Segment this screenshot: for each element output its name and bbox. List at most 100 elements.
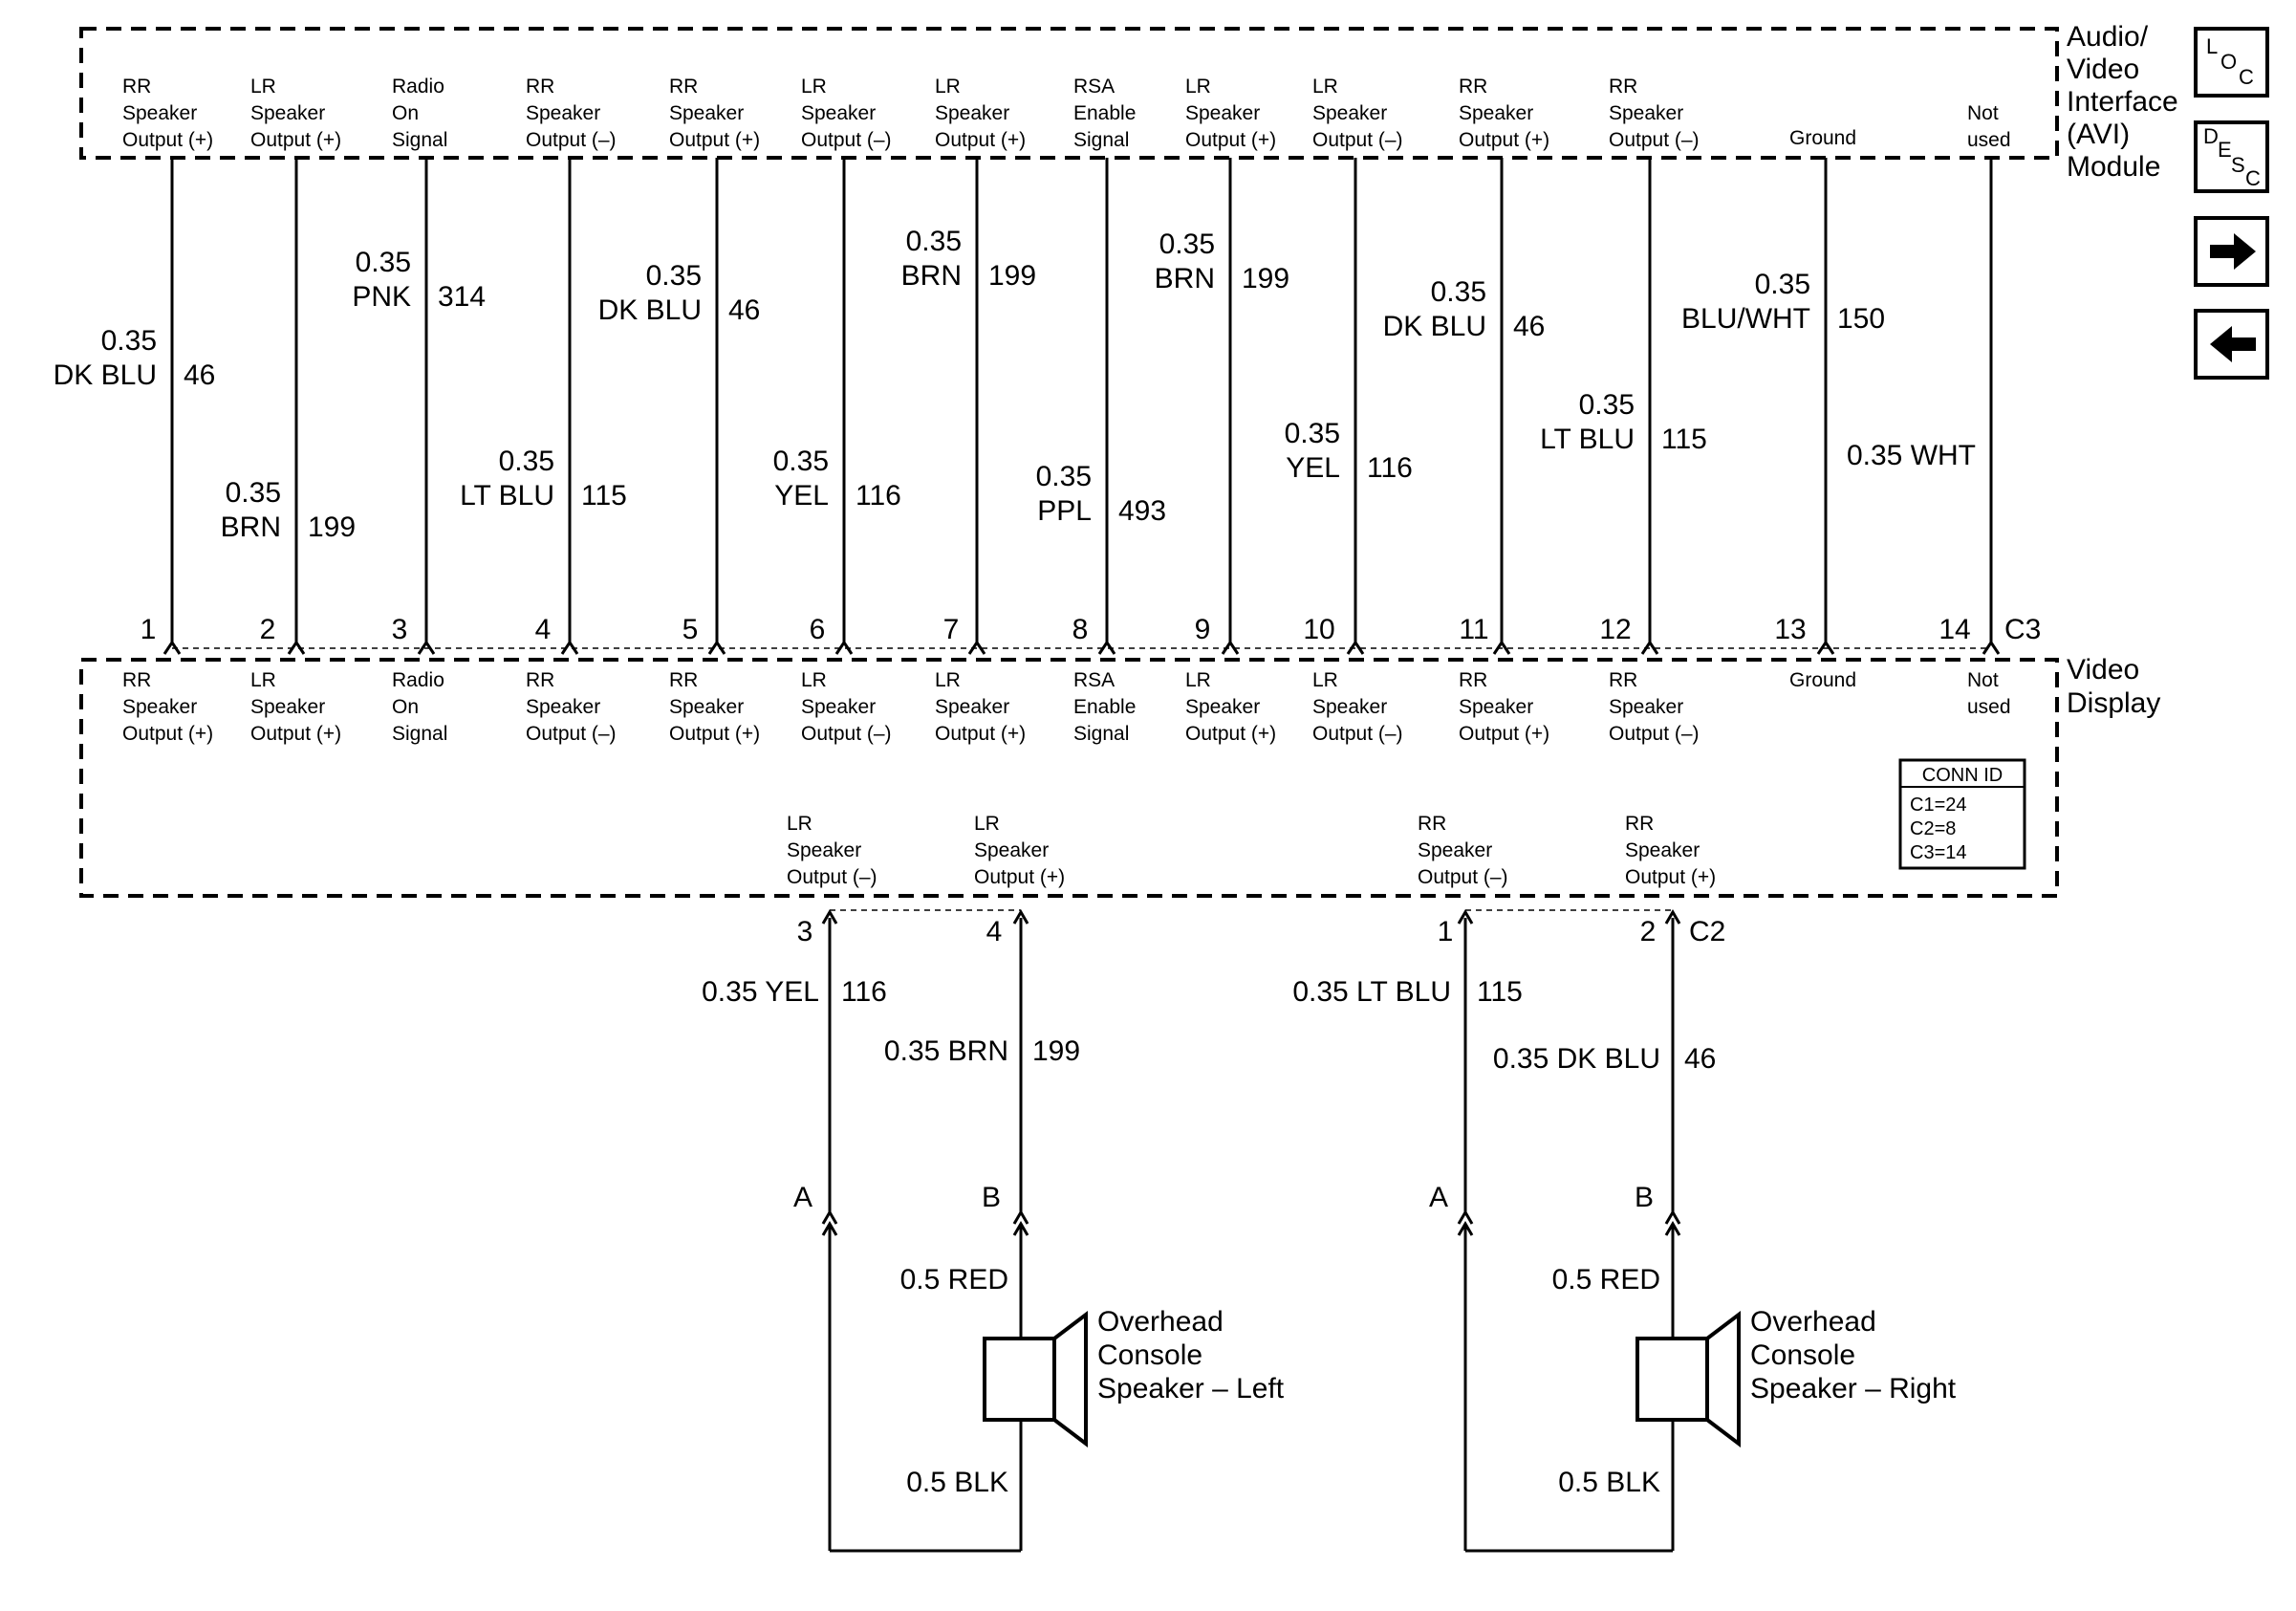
svg-text:E: E — [2218, 138, 2232, 162]
speaker-name-line: Overhead — [1750, 1306, 1876, 1338]
loc-button[interactable]: L O C — [2194, 27, 2269, 98]
c2-label-line: Speaker — [1418, 839, 1492, 861]
wire-gauge-label: 0.35 — [1755, 269, 1810, 300]
avi-pin-label-line: Output (+) — [1459, 129, 1549, 151]
wire-circuit-label: 199 — [308, 512, 356, 543]
speaker-pin-label: A — [1429, 1182, 1448, 1213]
avi-pin-label-line: LR — [935, 76, 961, 98]
wire-gauge-label: 0.35 — [1579, 389, 1635, 421]
video-display-pin-label-line: Speaker — [122, 696, 197, 718]
avi-pin-label-line: Signal — [1073, 129, 1129, 151]
c2-label-line: RR — [1625, 813, 1654, 835]
avi-pin-label-line: Speaker — [1185, 102, 1260, 124]
avi-pin-label-line: Output (–) — [526, 129, 617, 151]
connector-c2-label: C2 — [1689, 916, 1725, 947]
speaker-pin-label: A — [793, 1182, 812, 1213]
wire-circuit-label: 199 — [1242, 263, 1289, 294]
c3-pin-number: 1 — [141, 614, 157, 645]
right-speaker-circuit: 0.35 LT BLU 115 0.35 DK BLU 46 A B 0.5 R… — [1292, 918, 1957, 1553]
wire-color-label: 0.35 WHT — [1847, 440, 1976, 471]
video-display-pin-label-line: Speaker — [935, 696, 1009, 718]
video-display-pin-label-line: Speaker — [1312, 696, 1387, 718]
wire-circuit-label: 46 — [728, 294, 760, 326]
video-display-pin-label-line: Enable — [1073, 696, 1136, 718]
connector-terminal — [1097, 640, 1116, 655]
svg-text:L: L — [2206, 34, 2218, 58]
c3-pin-number: 9 — [1195, 614, 1211, 645]
video-display-pin-label-line: Not — [1967, 669, 1999, 691]
video-display-pin-label-line: Signal — [392, 723, 447, 745]
c3-pin-number: 11 — [1459, 614, 1488, 645]
c2-label-line: LR — [787, 813, 812, 835]
connector-terminal — [417, 640, 436, 655]
video-display-pin-label-line: Signal — [1073, 723, 1129, 745]
video-display-pin-label-line: LR — [935, 669, 961, 691]
c2-label-line: LR — [974, 813, 1000, 835]
avi-pin-label-line: LR — [250, 76, 276, 98]
wire-color-label: 0.35 DK BLU — [1493, 1043, 1660, 1075]
wire-circuit-label: 46 — [184, 359, 215, 391]
wire-color-label: PNK — [352, 281, 411, 313]
wire-circuit-label: 116 — [856, 480, 901, 512]
wire-color-label: 0.5 RED — [900, 1264, 1008, 1295]
video-display-pin-label-line: Output (–) — [526, 723, 617, 745]
wire-gauge-label: 0.35 — [646, 260, 702, 292]
left-speaker-circuit: 0.35 YEL 116 0.35 BRN 199 A B 0.5 RED 0.… — [702, 918, 1285, 1553]
avi-pin-label-line: RR — [1609, 76, 1637, 98]
avi-title-3: Interface — [2067, 86, 2178, 118]
wire-color-label: YEL — [1286, 452, 1340, 484]
wire-gauge-label: 0.35 — [101, 325, 157, 357]
avi-pin-label-line: RR — [122, 76, 151, 98]
c2-label-line: Output (+) — [974, 866, 1065, 888]
c2-pin-number: 3 — [797, 916, 813, 947]
wire-circuit-label: 115 — [1661, 424, 1707, 455]
avi-pin-label-line: Output (–) — [1609, 129, 1700, 151]
wire-gauge-label: 0.35 — [773, 446, 829, 477]
speaker-name-line: Overhead — [1097, 1306, 1224, 1338]
speaker-icon — [983, 1310, 1088, 1448]
video-display-pin-label-line: Output (+) — [669, 723, 760, 745]
prev-button[interactable] — [2194, 309, 2269, 380]
avi-title-4: (AVI) — [2067, 119, 2130, 150]
wire-circuit-label: 199 — [1032, 1035, 1080, 1067]
video-display-pin-label-line: RR — [1609, 669, 1637, 691]
wire-circuit-label: 116 — [841, 976, 887, 1008]
connector-terminal — [1492, 640, 1511, 655]
avi-pin-label-line: Output (+) — [122, 129, 213, 151]
conn-id-title: CONN ID — [1922, 765, 2003, 786]
connector-terminal — [834, 640, 854, 655]
avi-pin-label-line: Enable — [1073, 102, 1136, 124]
avi-pin-label-line: RR — [669, 76, 698, 98]
avi-pin-label-line: LR — [1185, 76, 1211, 98]
avi-title-1: Audio/ — [2067, 21, 2149, 53]
wire-gauge-label: 0.35 — [1431, 276, 1486, 308]
avi-pin-label-line: Radio — [392, 76, 444, 98]
c2-connector: 3 4 1 2 C2 — [797, 909, 1725, 947]
video-display-pin-label-line: Output (–) — [1312, 723, 1403, 745]
next-button[interactable] — [2194, 216, 2269, 287]
video-display-pin-label-line: Output (–) — [1609, 723, 1700, 745]
video-display-title-1: Video — [2067, 654, 2139, 686]
speaker-name-line: Speaker – Left — [1097, 1373, 1285, 1404]
avi-pin-label-line: used — [1967, 129, 2011, 151]
avi-pin-label-line: Speaker — [122, 102, 197, 124]
avi-pin-label-line: Output (+) — [1185, 129, 1276, 151]
avi-pin-label-line: Speaker — [1312, 102, 1387, 124]
desc-button[interactable]: D E S C — [2194, 120, 2269, 193]
svg-text:D: D — [2203, 124, 2219, 148]
avi-pin-label-line: Output (–) — [1312, 129, 1403, 151]
speaker-name-line: Console — [1750, 1339, 1855, 1371]
c2-label-line: Speaker — [1625, 839, 1700, 861]
c3-pin-number: 13 — [1774, 614, 1806, 645]
avi-pin-label-line: Output (+) — [669, 129, 760, 151]
connector-terminal — [162, 640, 182, 655]
wire-color-label: DK BLU — [1383, 311, 1486, 342]
video-display-pin-label-line: Output (+) — [935, 723, 1026, 745]
loc-icon: L O C — [2206, 34, 2254, 89]
svg-text:O: O — [2220, 50, 2237, 74]
avi-pin-label-line: Speaker — [1609, 102, 1683, 124]
wire-circuit-label: 199 — [988, 260, 1036, 292]
connector-terminal — [287, 640, 306, 655]
